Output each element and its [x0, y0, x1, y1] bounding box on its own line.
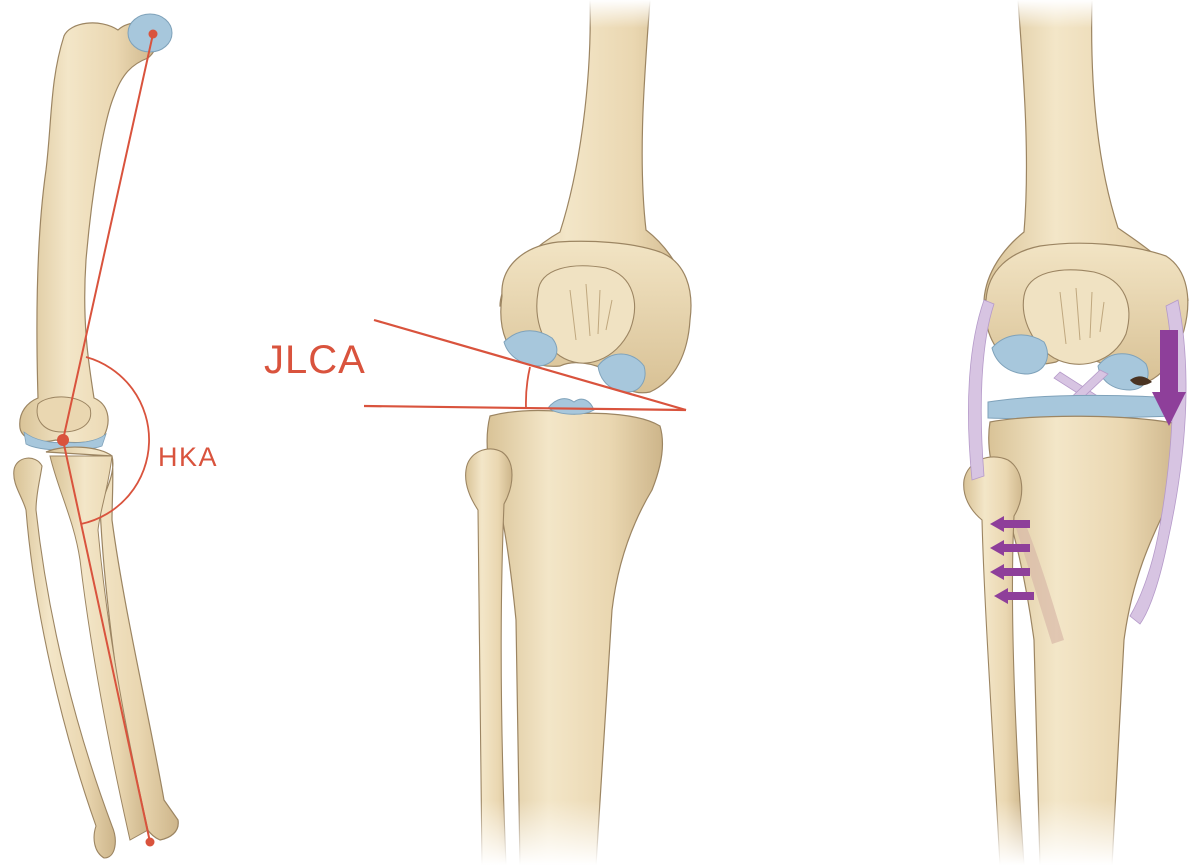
hip-center-point — [149, 30, 158, 39]
meniscus — [988, 395, 1178, 418]
panel-full-leg — [14, 14, 179, 858]
tibial-spine-cartilage — [548, 399, 594, 415]
lateral-condyle-cartilage — [992, 335, 1047, 374]
panel-knee-laxity — [950, 0, 1190, 865]
ankle-center-point — [146, 838, 155, 847]
jlca-angle-arc — [526, 367, 530, 408]
tibial-plateau — [487, 411, 662, 865]
tibial-joint-line — [364, 406, 686, 410]
hka-label: HKA — [158, 442, 218, 473]
knee-center-point — [57, 434, 69, 446]
jlca-label: JLCA — [264, 338, 366, 383]
femur-bone — [20, 22, 158, 442]
patella — [37, 397, 91, 432]
panel-knee-jlca — [364, 0, 691, 865]
